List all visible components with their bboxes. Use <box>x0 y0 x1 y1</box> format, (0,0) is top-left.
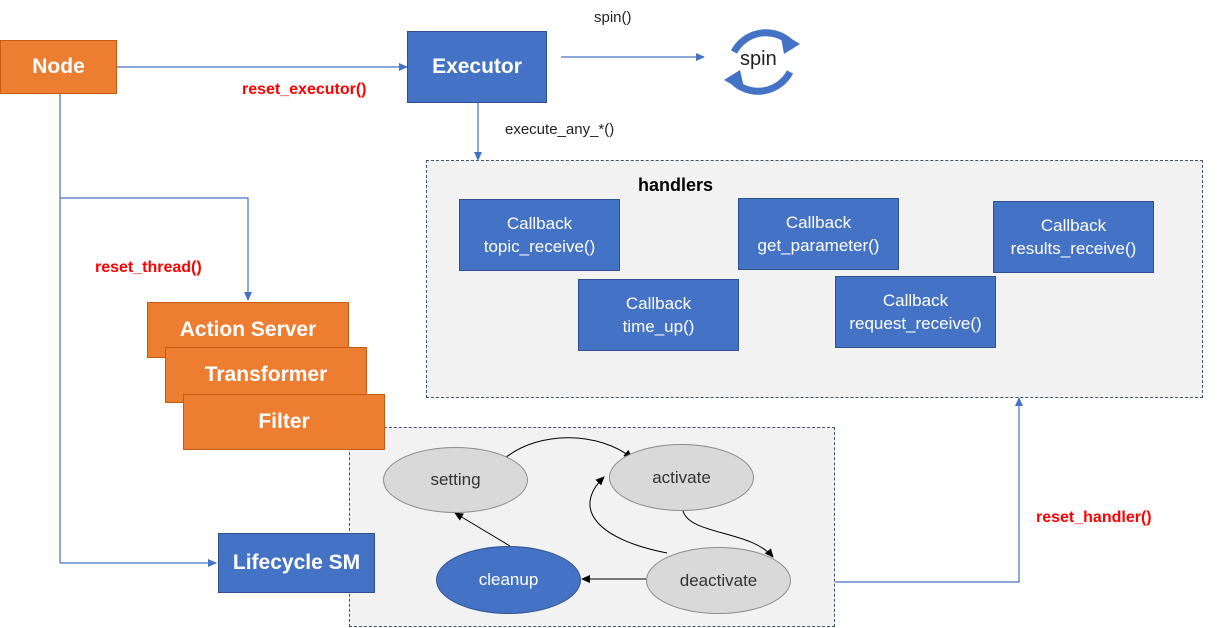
callback-get-parameter: Callback get_parameter() <box>738 198 899 270</box>
callback-time-up: Callback time_up() <box>578 279 739 351</box>
action-server-label: Action Server <box>179 318 317 341</box>
callback-name: time_up() <box>622 317 695 336</box>
state-cleanup-label: cleanup <box>478 570 539 589</box>
reset-handler-label: reset_handler() <box>1036 509 1152 526</box>
edge-reset-handler <box>835 397 1023 583</box>
lifecycle-sm-label: Lifecycle SM <box>232 551 361 574</box>
state-activate: activate <box>609 444 754 511</box>
edge-node-action-server <box>60 197 252 301</box>
executor-label: Executor <box>432 55 522 78</box>
transformer-label: Transformer <box>204 363 328 386</box>
filter-label: Filter <box>258 410 310 433</box>
callback-name: results_receive() <box>1010 239 1137 258</box>
callback-name: request_receive() <box>849 314 982 333</box>
state-activate-label: activate <box>652 467 711 487</box>
lifecycle-sm-box: Lifecycle SM <box>218 533 375 593</box>
callback-title: Callback <box>1040 216 1107 235</box>
callback-title: Callback <box>625 294 692 313</box>
handlers-panel <box>426 160 1203 398</box>
execute-any-label: execute_any_*() <box>505 121 615 138</box>
callback-request-receive: Callback request_receive() <box>835 276 996 348</box>
node-box: Node <box>0 40 117 94</box>
state-setting-label: setting <box>430 470 481 489</box>
filter-box: Filter <box>183 394 385 450</box>
callback-name: get_parameter() <box>757 236 880 255</box>
callback-name: topic_receive() <box>483 237 596 256</box>
state-setting: setting <box>383 447 528 513</box>
callback-topic-receive: Callback topic_receive() <box>459 199 620 271</box>
spin-icon-label: spin <box>740 48 777 70</box>
state-deactivate: deactivate <box>646 547 791 614</box>
reset-executor-label: reset_executor() <box>242 81 367 98</box>
callback-results-receive: Callback results_receive() <box>993 201 1154 273</box>
state-cleanup: cleanup <box>436 546 581 614</box>
callback-title: Callback <box>785 213 852 232</box>
reset-thread-label: reset_thread() <box>95 259 202 276</box>
state-deactivate-label: deactivate <box>679 570 758 590</box>
callback-title: Callback <box>506 214 573 233</box>
node-label: Node <box>32 55 85 78</box>
executor-box: Executor <box>407 31 547 103</box>
spin-call-label: spin() <box>594 9 632 26</box>
callback-title: Callback <box>882 291 949 310</box>
handlers-title: handlers <box>638 175 714 195</box>
